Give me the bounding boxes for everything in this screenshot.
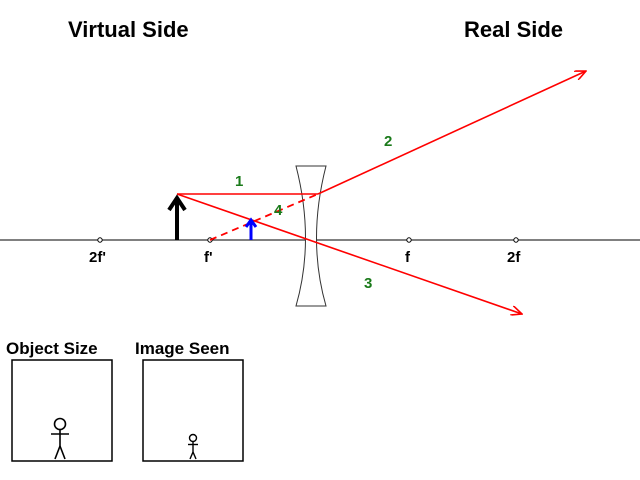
object-stick-figure-icon — [51, 417, 69, 460]
marker-2f-prime — [97, 237, 103, 243]
ray-2-line — [317, 71, 586, 195]
marker-2f — [513, 237, 519, 243]
image-seen-title: Image Seen — [135, 339, 230, 358]
ray-label-1: 1 — [235, 173, 243, 190]
object-size-title: Object Size — [6, 339, 98, 358]
ray-label-4: 4 — [274, 202, 283, 219]
concave-lens — [295, 165, 327, 307]
image-arrow-icon — [244, 217, 258, 240]
real-side-heading: Real Side — [464, 17, 563, 42]
ray-4-dashed-line — [209, 193, 319, 241]
label-2f: 2f — [507, 249, 521, 266]
ray-label-2: 2 — [384, 133, 392, 150]
label-2f-prime: 2f' — [89, 249, 106, 266]
marker-f — [406, 237, 412, 243]
label-f-prime: f' — [204, 249, 213, 266]
ray-3-line — [176, 193, 522, 314]
object-size-panel — [11, 359, 113, 462]
object-arrow-icon — [167, 194, 187, 240]
image-stick-figure-icon — [188, 433, 198, 460]
virtual-side-heading: Virtual Side — [68, 17, 189, 42]
label-f: f — [405, 249, 411, 266]
ray-label-3: 3 — [364, 275, 372, 292]
